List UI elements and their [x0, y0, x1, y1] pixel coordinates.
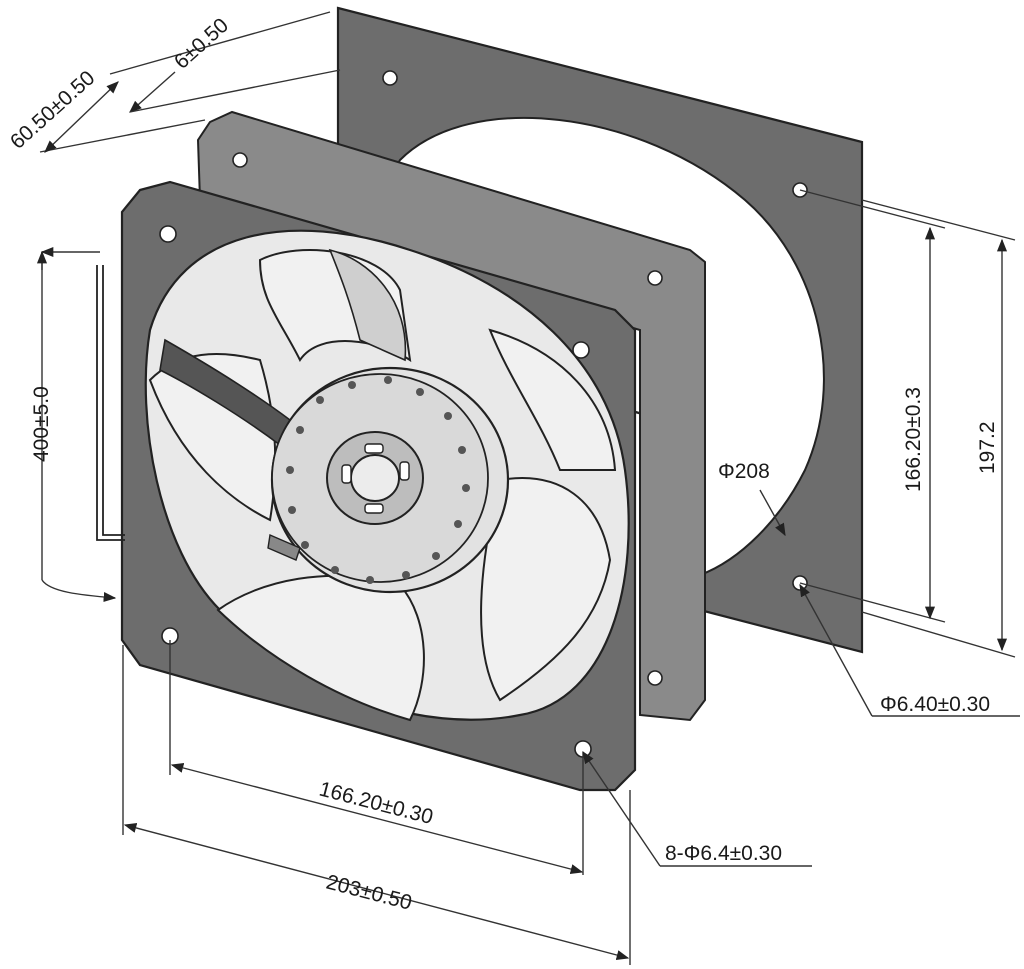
cable-length-dimension: 400±5.0	[30, 386, 53, 462]
fan-hub	[267, 366, 510, 594]
overall-width-dimension: 203±0.50	[324, 871, 414, 915]
flange-dimension: 6±0.50	[170, 14, 233, 74]
front-hole-top-right	[572, 341, 590, 359]
fan-blades	[148, 248, 617, 722]
hole-spacing-side-dimension: 166.20±0.3	[902, 387, 925, 492]
power-cable	[96, 265, 125, 541]
front-hole-top-left	[159, 225, 177, 243]
depth-dimension: 60.50±0.50	[6, 66, 99, 153]
holes-front-dimension: 8-Φ6.4±0.30	[665, 842, 782, 865]
panel-hole-dimension: Φ6.40±0.30	[880, 693, 990, 716]
dimension-lines	[40, 11, 1020, 965]
panel-hole-top-left	[382, 70, 398, 86]
cutout-diameter-dimension: Φ208	[718, 460, 770, 483]
rear-frame	[196, 110, 706, 722]
hole-spacing-front-dimension: 166.20±0.30	[317, 778, 436, 829]
overall-height-dimension: 197.2	[976, 421, 999, 474]
